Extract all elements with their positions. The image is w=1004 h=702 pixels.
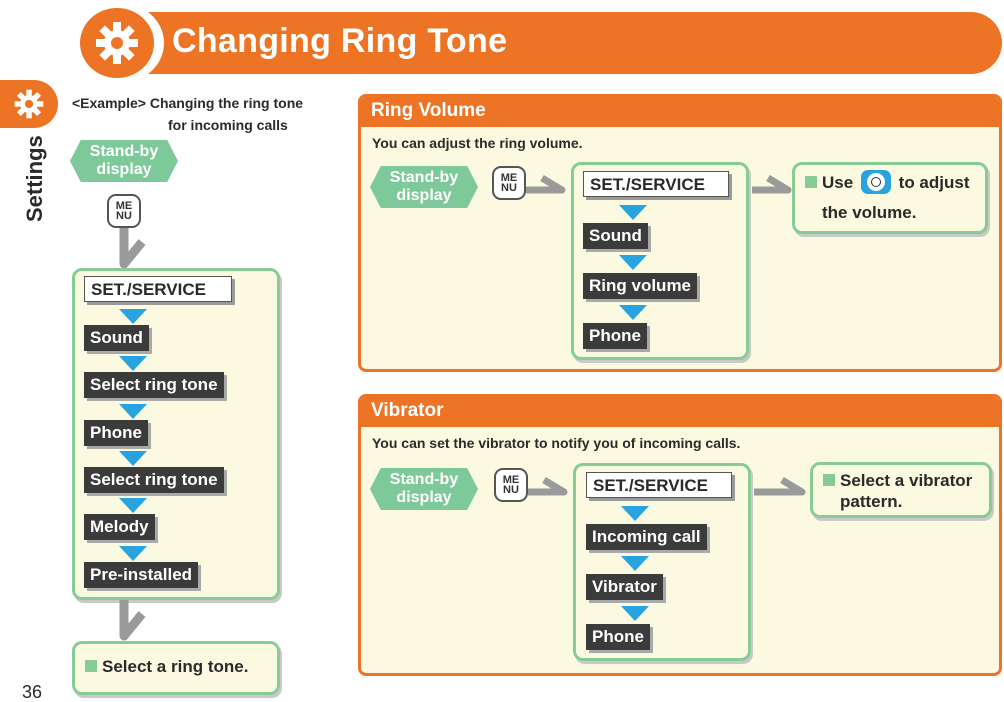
step-phone: Phone [84,420,148,446]
ring-volume-heading: Ring Volume [361,97,999,127]
step-melody: Melody [84,514,155,540]
side-tab [0,80,58,128]
bullet-square-icon [85,660,97,672]
gear-icon [96,22,138,64]
result-line2: the volume. [822,203,917,222]
vibrator-description: You can set the vibrator to notify you o… [372,435,741,451]
down-arrow-icon [621,506,649,521]
step-sound: Sound [583,223,648,249]
step-set-service: SET./SERVICE [586,472,732,498]
step-phone: Phone [586,624,650,650]
step-incoming-call: Incoming call [586,524,707,550]
flow-connector [526,174,566,194]
down-arrow-icon [619,205,647,220]
standby-display-badge: Stand-by display [370,166,478,208]
page-number: 36 [22,682,43,702]
down-arrow-icon [621,606,649,621]
bullet-square-icon [805,176,817,188]
page-title: Changing Ring Tone [172,22,508,60]
flow-connector [119,228,146,269]
example-caption: <Example> Changing the ring tone [72,95,304,111]
down-arrow-icon [621,556,649,571]
title-bar [80,12,1002,74]
flow-connector [752,174,792,194]
standby-label: Stand-by display [389,471,459,506]
example-result: Select a ring tone. [72,641,280,695]
down-arrow-icon [119,309,147,324]
step-phone: Phone [583,323,647,349]
flow-connector [119,600,146,641]
step-pre-installed: Pre-installed [84,562,199,588]
navigation-key-icon [860,170,891,194]
vibrator-result-line2: pattern. [840,492,903,511]
standby-label: Stand-by display [389,169,459,204]
down-arrow-icon [119,451,147,466]
ring-volume-result: Use to adjust the volume. [792,162,988,234]
down-arrow-icon [119,356,147,371]
result-use-text: Use [822,173,854,192]
example-result-text: Select a ring tone. [102,657,249,676]
side-section-label: Settings [22,135,47,222]
step-sound: Sound [84,325,149,351]
step-vibrator: Vibrator [586,574,663,600]
step-set-service: SET./SERVICE [84,276,232,302]
vibrator-result-line1: Select a vibrator [840,471,973,490]
ring-volume-description: You can adjust the ring volume. [372,135,583,151]
down-arrow-icon [619,305,647,320]
standby-label: Stand-by display [89,143,159,178]
down-arrow-icon [119,498,147,513]
vibrator-heading: Vibrator [361,397,999,427]
step-set-service: SET./SERVICE [583,171,729,197]
gear-icon [14,89,44,119]
step-select-ring-tone: Select ring tone [84,372,224,398]
standby-display-badge: Stand-by display [370,468,478,510]
standby-display-badge: Stand-by display [70,140,178,182]
vibrator-result: Select a vibrator pattern. [810,462,992,518]
down-arrow-icon [619,255,647,270]
title-gear-badge [80,8,154,78]
flow-connector [754,476,806,496]
flow-connector [528,476,568,496]
step-ring-volume: Ring volume [583,273,698,299]
bullet-square-icon [823,474,835,486]
result-adjust-text: to adjust [898,173,970,192]
example-caption-line2: for incoming calls [168,117,288,133]
down-arrow-icon [119,404,147,419]
step-select-ring-tone-2: Select ring tone [84,467,224,493]
down-arrow-icon [119,546,147,561]
